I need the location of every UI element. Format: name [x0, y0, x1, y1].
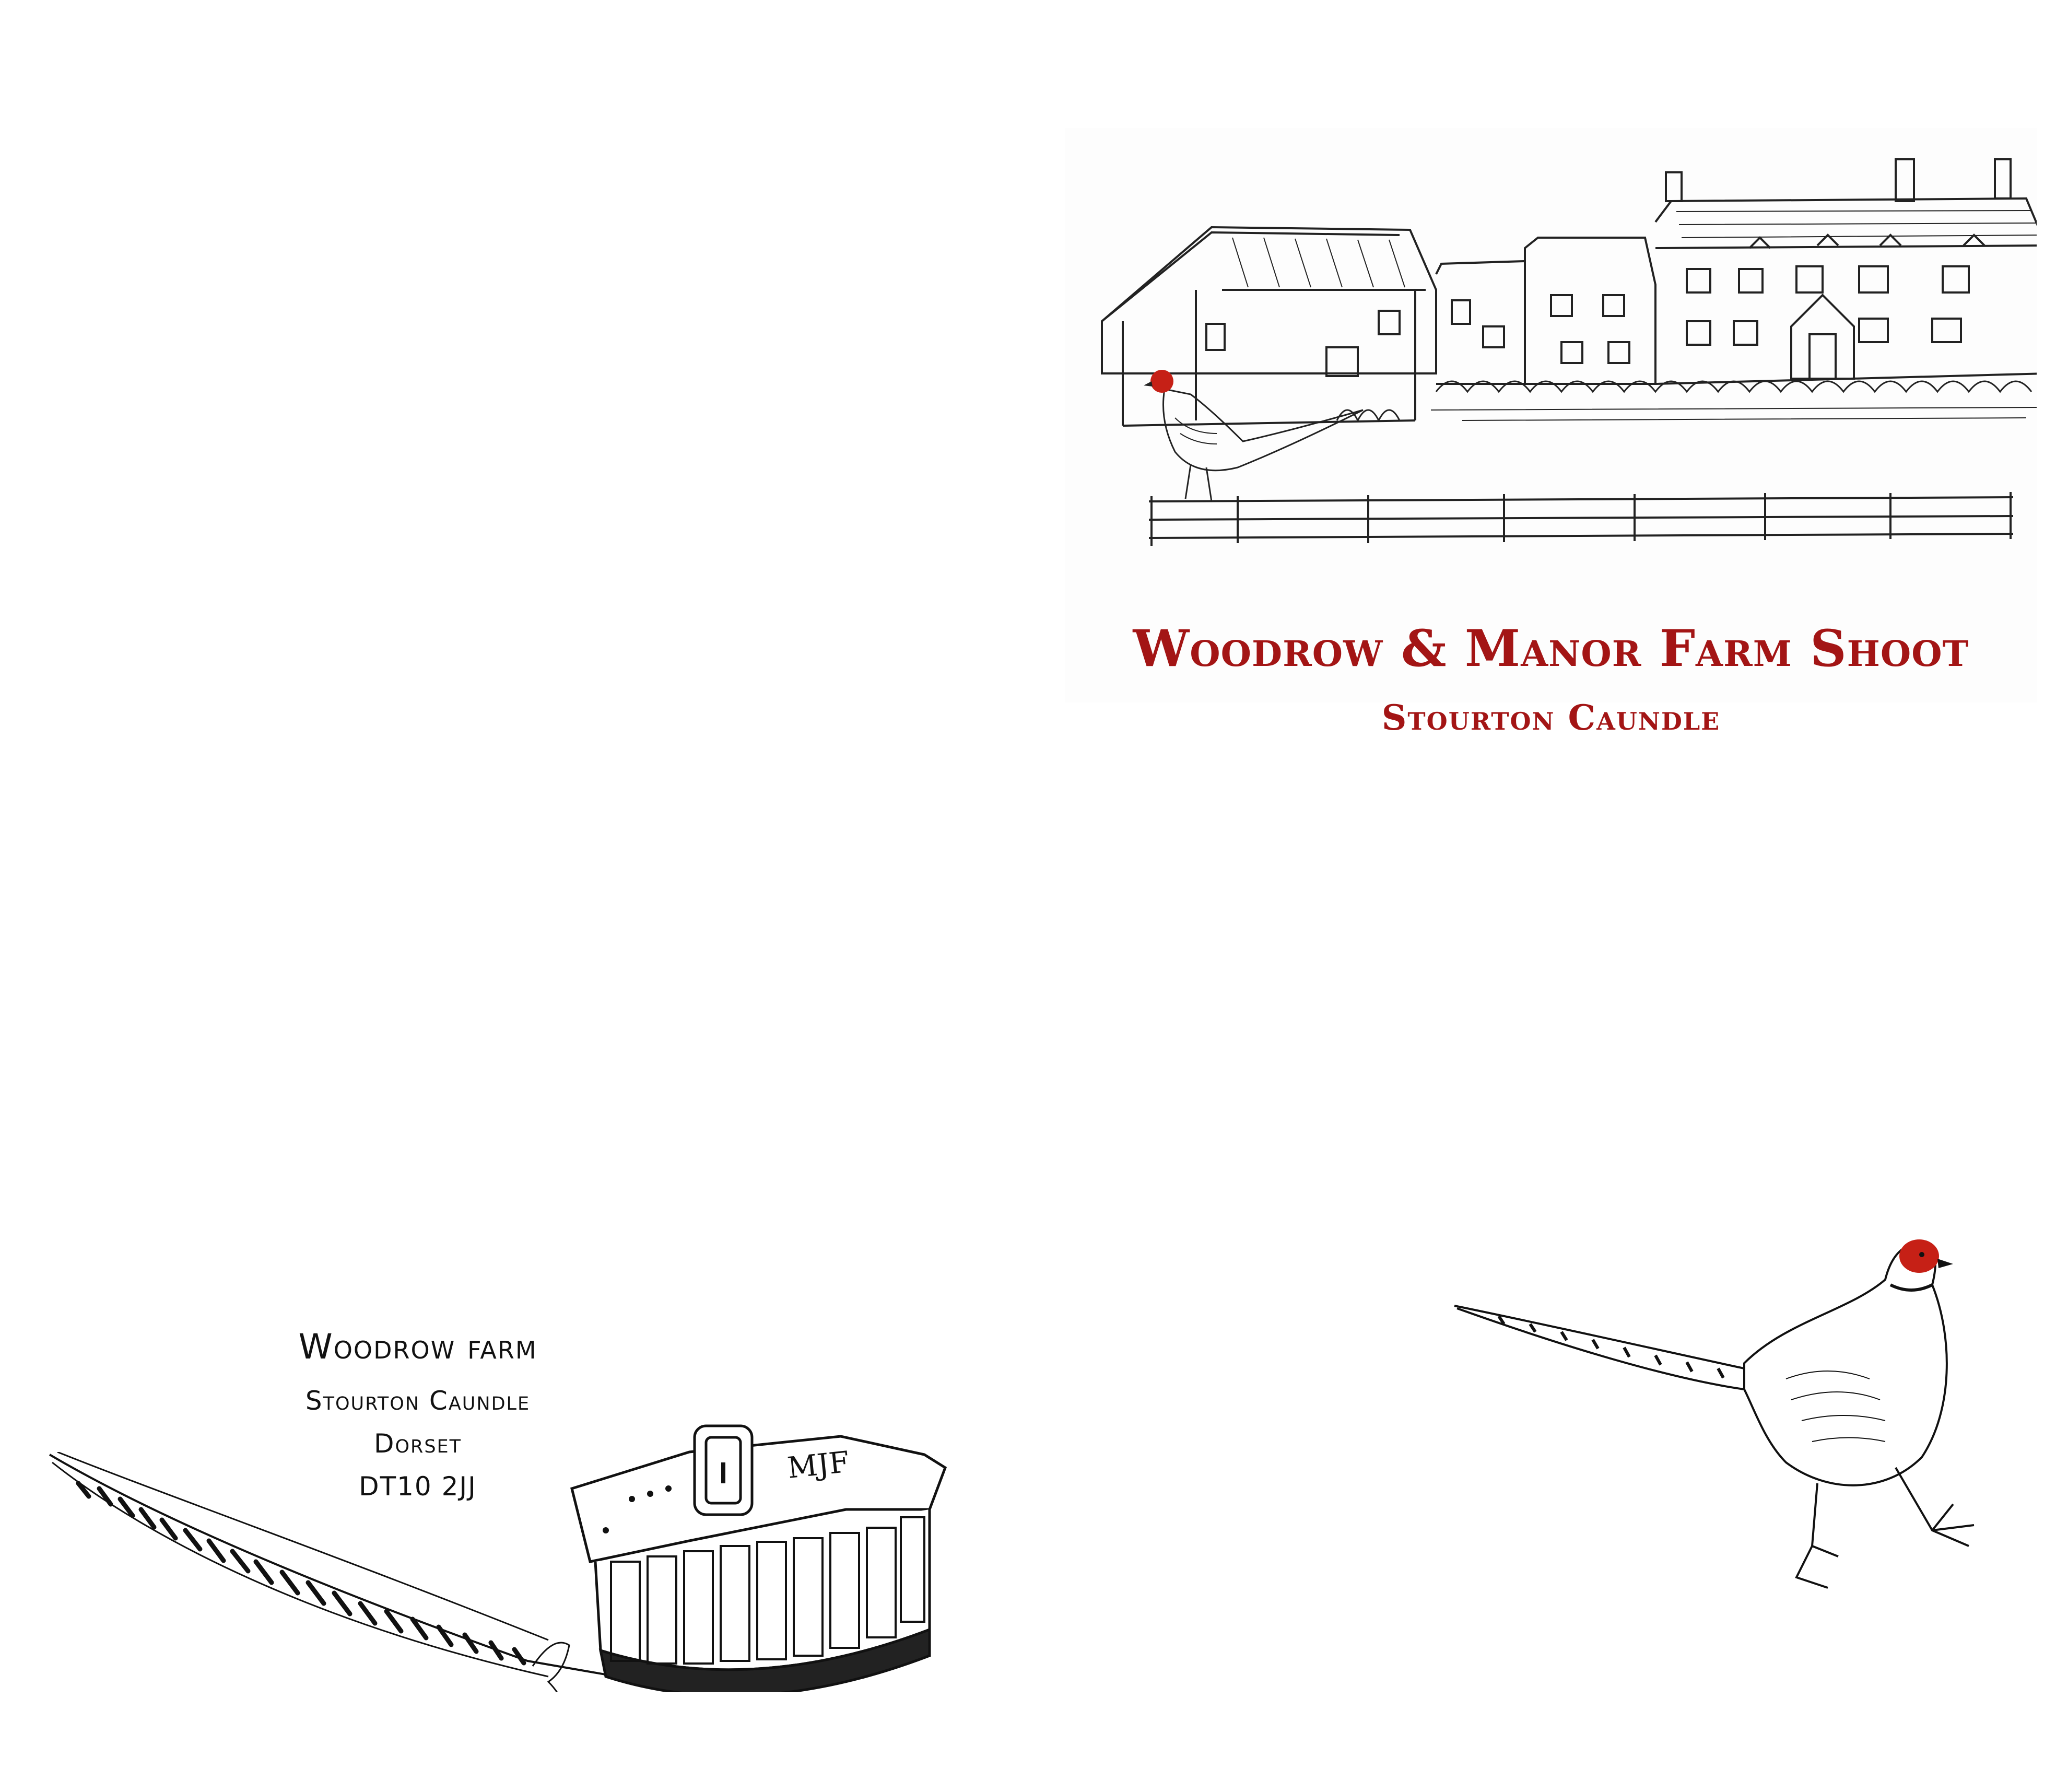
fence-icon	[1149, 492, 2014, 546]
address-line-village: Stourton Caundle	[305, 1386, 531, 1416]
address-line-postcode: DT10 2JJ	[359, 1471, 477, 1502]
page-title: Woodrow & Manor Farm Shoot	[1133, 619, 1969, 678]
pheasant-feather-sketch	[49, 1452, 648, 1692]
walking-pheasant-sketch	[1454, 1239, 1975, 1589]
address-line-county: Dorset	[373, 1428, 462, 1459]
address-block: Woodrow farm Stourton Caundle Dorset DT1…	[198, 1327, 637, 1508]
farmhouse-sketch	[1065, 128, 2037, 702]
pheasant-on-fence-sketch	[1144, 370, 1364, 502]
page-subtitle: Stourton Caundle	[1381, 697, 1721, 738]
cartridge-belt-sketch: MJF	[570, 1424, 947, 1692]
belt-monogram-text: MJF	[786, 1445, 851, 1485]
address-line-name: Woodrow farm	[298, 1327, 537, 1367]
